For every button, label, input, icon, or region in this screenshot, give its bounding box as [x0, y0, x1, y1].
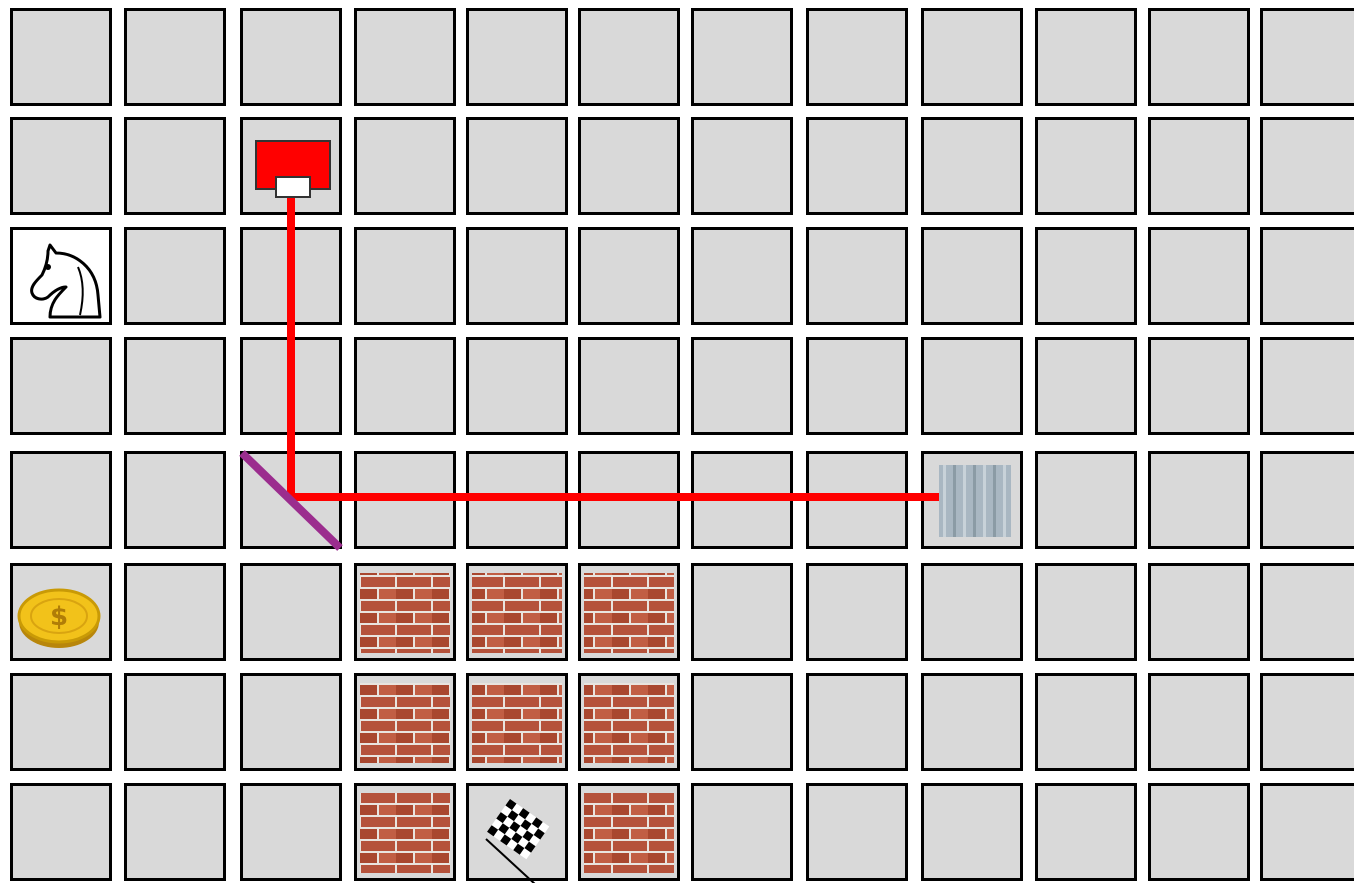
- brick-wall: [584, 573, 674, 653]
- brick-wall: [584, 793, 674, 873]
- brick-wall: [472, 683, 562, 763]
- metal-block-icon: [939, 465, 1011, 537]
- brick-wall: [360, 683, 450, 763]
- brick-wall: [360, 793, 450, 873]
- svg-text:$: $: [50, 602, 68, 632]
- checkered-flag-icon: [486, 799, 549, 883]
- brick-wall: [584, 683, 674, 763]
- laser-beam: [291, 197, 939, 497]
- coin-icon: $: [19, 590, 99, 648]
- brick-wall: [360, 573, 450, 653]
- brick-wall: [472, 573, 562, 653]
- knight-icon: [13, 230, 109, 322]
- laser-emitter-icon: [256, 141, 330, 197]
